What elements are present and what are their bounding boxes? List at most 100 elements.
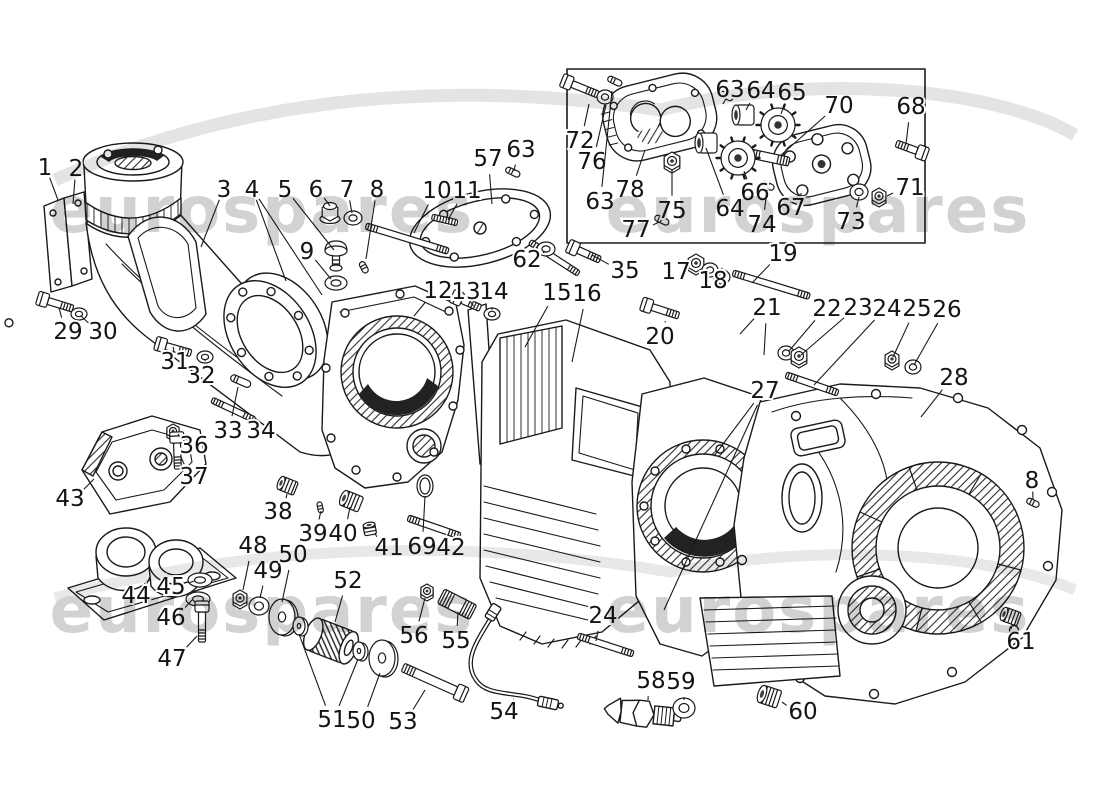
watermark-swoosh-top xyxy=(52,81,1079,186)
leader-line-23 xyxy=(800,317,845,356)
callout-21: 21 xyxy=(752,295,781,321)
callout-37: 37 xyxy=(179,464,208,490)
callout-27: 27 xyxy=(750,378,779,404)
leader-line-27 xyxy=(713,402,755,457)
part-8b-pin xyxy=(1026,497,1040,508)
part-51a-disc xyxy=(292,616,309,637)
callout-63: 63 xyxy=(585,189,614,215)
leader-line-10 xyxy=(413,204,429,234)
callout-66: 66 xyxy=(740,180,769,206)
leader-line-55 xyxy=(456,611,459,626)
leader-line-8 xyxy=(365,200,376,260)
callout-7: 7 xyxy=(340,177,355,203)
leader-line-7 xyxy=(349,200,353,214)
callout-74: 74 xyxy=(747,212,776,238)
callout-77: 77 xyxy=(621,217,650,243)
part-73-washer xyxy=(849,183,869,201)
part-49-washer xyxy=(248,596,270,616)
callout-3: 3 xyxy=(217,177,232,203)
leader-line-37 xyxy=(180,456,185,465)
leader-line-73 xyxy=(855,196,860,208)
leader-line-27 xyxy=(663,404,758,611)
callout-78: 78 xyxy=(615,177,644,203)
leader-line-16 xyxy=(571,308,584,363)
part-69-oring xyxy=(416,474,434,498)
part-10-rod xyxy=(364,222,450,255)
leader-line-66 xyxy=(743,170,748,180)
leader-line-78 xyxy=(635,149,646,176)
part-17-nut xyxy=(687,253,705,276)
leader-line-21 xyxy=(739,318,755,335)
leader-line-53 xyxy=(412,689,426,710)
part-72-bolt xyxy=(559,73,600,98)
callout-20: 20 xyxy=(645,324,674,350)
part-75-nut xyxy=(663,151,681,174)
callout-8: 8 xyxy=(370,177,385,203)
part-25-nut xyxy=(884,350,900,371)
front-shim-plates xyxy=(43,191,93,293)
leader-line-50 xyxy=(281,569,290,603)
leader-line-50 xyxy=(367,672,381,707)
hardware-layer xyxy=(35,73,1040,719)
leader-line-72 xyxy=(583,103,590,127)
part-64b-bush xyxy=(694,132,718,154)
part-42-rod xyxy=(406,514,462,539)
part-14-washer xyxy=(483,307,501,321)
part-66-gear xyxy=(715,136,761,180)
leader-line-64 xyxy=(745,102,751,111)
part-38-plug xyxy=(276,475,299,496)
part-74-pin xyxy=(761,180,775,191)
callout-28: 28 xyxy=(939,365,968,391)
callout-63: 63 xyxy=(506,137,535,163)
part-31-bolt xyxy=(153,336,193,357)
watermark-text-2: eurospares xyxy=(50,574,475,648)
leader-line-56 xyxy=(418,597,426,622)
callout-25: 25 xyxy=(902,296,931,322)
leader-line-2 xyxy=(72,179,76,205)
callout-36: 36 xyxy=(179,433,208,459)
leader-line-70 xyxy=(779,115,826,157)
callout-46: 46 xyxy=(156,605,185,631)
leader-line-36 xyxy=(177,433,181,438)
callout-47: 47 xyxy=(157,646,186,672)
leader-line-65 xyxy=(780,106,785,115)
part-26-washer xyxy=(904,359,922,375)
part-50b-disc xyxy=(368,639,399,678)
watermark-text-3: eurospares xyxy=(606,574,1031,648)
callout-34: 34 xyxy=(246,418,275,444)
part-29-bolt xyxy=(35,290,75,313)
part-62-washer xyxy=(536,241,556,257)
part-77-pin xyxy=(654,214,670,226)
callout-22: 22 xyxy=(812,296,841,322)
part-30-washer xyxy=(70,307,88,321)
reverse-switch xyxy=(603,697,682,728)
watermark-swoosh-bottom xyxy=(53,545,1078,604)
leader-line-25 xyxy=(892,322,910,358)
callout-15: 15 xyxy=(542,280,571,306)
part-23-nut xyxy=(790,346,808,369)
leader-line-21 xyxy=(763,323,767,356)
leader-line-48 xyxy=(242,560,250,591)
callout-24: 24 xyxy=(588,603,617,629)
leader-line-26 xyxy=(913,322,939,366)
callout-72: 72 xyxy=(565,128,594,154)
callout-4: 4 xyxy=(245,177,260,203)
callout-60: 60 xyxy=(788,699,817,725)
leader-line-24 xyxy=(595,630,599,642)
part-13-bolt xyxy=(449,289,482,312)
callout-35: 35 xyxy=(610,258,639,284)
callout-19: 19 xyxy=(768,241,797,267)
front-casing xyxy=(321,285,465,489)
callout-57: 57 xyxy=(473,146,502,172)
part-39-pin xyxy=(316,501,324,514)
bearing-flange-ring xyxy=(223,272,329,388)
part-35-bolt xyxy=(565,239,602,264)
part-5-mushroom xyxy=(324,240,348,272)
part-20-bolt xyxy=(639,296,680,320)
leader-line-35 xyxy=(591,254,610,265)
callout-55: 55 xyxy=(441,628,470,654)
leader-line-31 xyxy=(172,346,175,353)
